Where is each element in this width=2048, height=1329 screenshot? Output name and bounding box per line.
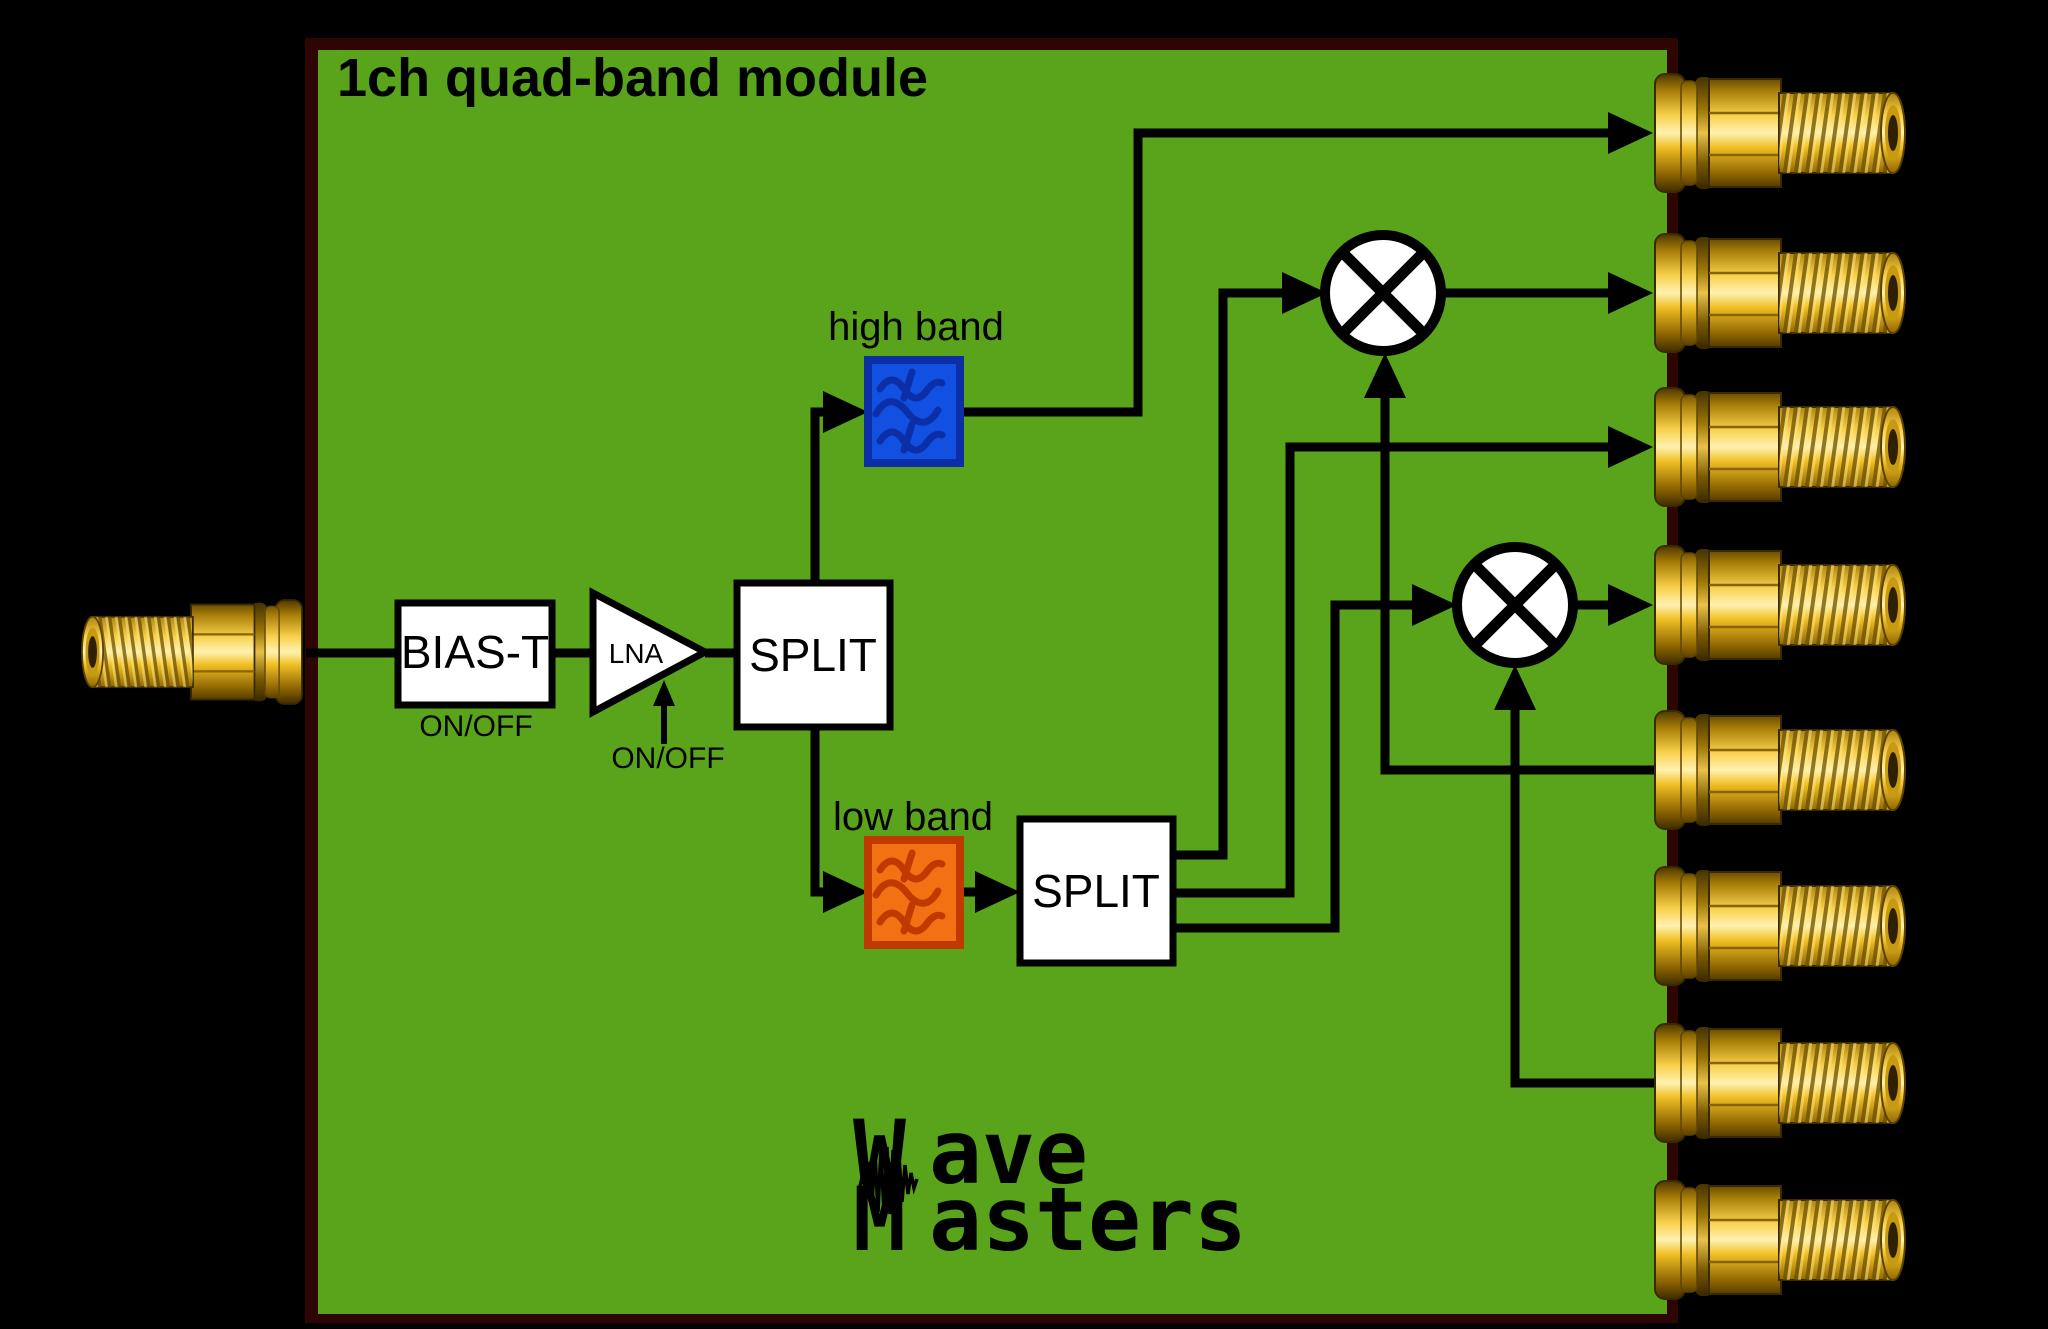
arrowhead-into-split2 [975,871,1020,913]
mixer-1 [1320,230,1446,356]
arrowhead-into-mixer2 [1412,584,1457,626]
split-main-label: SPLIT [749,629,877,681]
arrowhead-into-lowband [823,871,868,913]
arrowhead-into-mixer1 [1282,272,1327,314]
lna-amplifier [589,587,713,718]
logo-waveform-icon [858,1146,919,1216]
arrowhead-out2 [1608,272,1653,314]
arrowhead-into-highband [823,391,868,433]
bias-t-block [394,599,556,709]
wire-lo2-to-mixer2 [1510,707,1655,1088]
arrowhead-out1 [1608,112,1653,154]
wire-split2-to-mixer2 [1173,600,1417,933]
wire-highband-to-out1 [960,128,1612,417]
wire-split2-to-mixer1 [1173,288,1287,860]
arrowhead-out3 [1608,426,1653,468]
bias-t-onoff-label: ON/OFF [419,710,532,743]
arrowhead-lna-onoff [653,680,675,706]
low-band-label: low band [833,795,993,839]
split-low-label: SPLIT [1032,865,1160,917]
wire-lo1-to-mixer1 [1380,395,1655,775]
arrowhead-lo2-up [1494,665,1536,710]
wavemasters-logo: W ave M asters [853,1101,1247,1271]
lna-label: LNA [609,638,664,669]
logo-asters: asters [929,1168,1247,1271]
logo-ave: ave [929,1101,1088,1204]
wire-split2-to-out3 [1173,442,1612,898]
page-title: 1ch quad-band module [337,48,928,108]
split-main-block [733,579,894,731]
arrowhead-lo1-up [1364,353,1406,398]
bias-t-label: BIAS-T [401,626,549,678]
high-band-label: high band [828,305,1004,349]
mixer-2 [1452,542,1578,668]
split-low-block [1016,815,1177,967]
lna-onoff-label: ON/OFF [611,742,724,775]
arrowhead-out4 [1608,584,1653,626]
